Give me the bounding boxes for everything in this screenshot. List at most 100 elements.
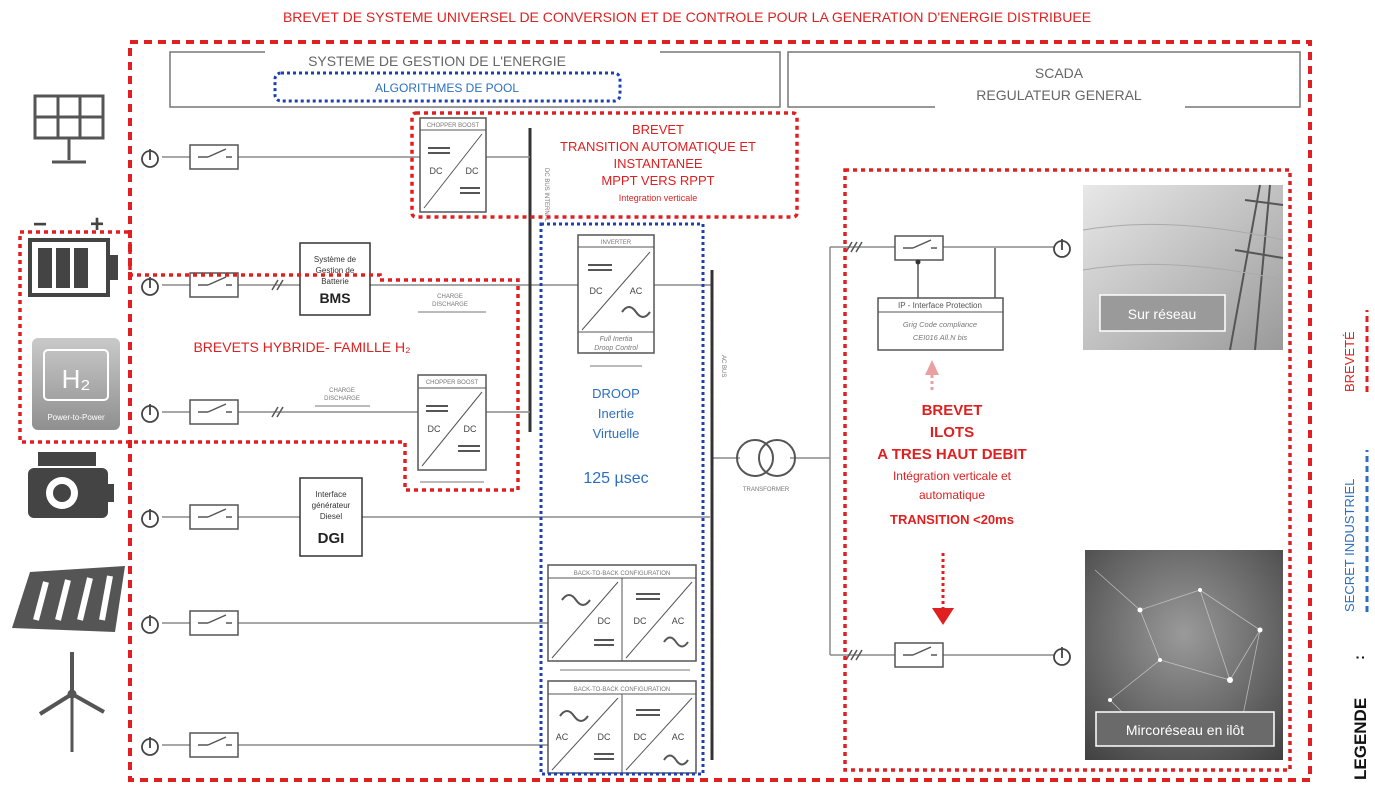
legend-breveted-label: BREVETÉ bbox=[1342, 331, 1357, 392]
legend-colon: : bbox=[1351, 655, 1368, 660]
legend-title: LEGENDE bbox=[1351, 698, 1370, 780]
dgi-line2: générateur bbox=[312, 501, 351, 510]
discharge-label: DISCHARGE bbox=[432, 302, 468, 308]
svg-text:AC: AC bbox=[630, 286, 643, 296]
dgi-line3: Diesel bbox=[320, 512, 342, 521]
regulator-label: REGULATEUR GENERAL bbox=[976, 87, 1142, 103]
algo-pool-label: ALGORITHMES DE POOL bbox=[375, 81, 519, 95]
droop-text: DROOP Inertie Virtuelle 125 µsec bbox=[583, 386, 648, 487]
svg-text:TRANSITION <20ms: TRANSITION <20ms bbox=[890, 512, 1014, 527]
breaker-switch bbox=[190, 400, 238, 424]
brevet-hybrid-label: BREVETS HYBRIDE- FAMILLE H₂ bbox=[193, 339, 410, 355]
diesel-generator-icon bbox=[28, 452, 114, 518]
svg-text:INSTANTANEE: INSTANTANEE bbox=[613, 156, 702, 171]
svg-text:+: + bbox=[90, 211, 104, 238]
brevet-mppt-text: BREVET TRANSITION AUTOMATIQUE ET INSTANT… bbox=[560, 122, 756, 203]
inverter-converter: INVERTER DC AC Full Inertia Droop Contro… bbox=[578, 235, 654, 353]
dgi-box: Interface générateur Diesel DGI bbox=[300, 478, 362, 556]
svg-text:IP - Interface Protection: IP - Interface Protection bbox=[898, 301, 982, 310]
back-to-back-converter-2: BACK-TO-BACK CONFIGURATION AC DC DC AC bbox=[548, 681, 696, 773]
h2-power-to-power-icon: H₂ Power-to-Power bbox=[32, 338, 120, 430]
svg-text:Intégration verticale et: Intégration verticale et bbox=[893, 469, 1012, 483]
microgrid-photo: Mircoréseau en ilôt bbox=[1085, 550, 1283, 760]
breaker-switch bbox=[190, 611, 238, 635]
hydro-dam-icon bbox=[12, 566, 125, 632]
svg-text:BACK-TO-BACK CONFIGURATION: BACK-TO-BACK CONFIGURATION bbox=[574, 571, 670, 577]
svg-text:DC: DC bbox=[598, 616, 611, 626]
breaker-switch bbox=[190, 145, 238, 169]
svg-text:DC: DC bbox=[634, 732, 647, 742]
breaker-switch bbox=[895, 643, 943, 667]
svg-text:CEI016 All.N bis: CEI016 All.N bis bbox=[913, 333, 968, 342]
svg-text:BACK-TO-BACK CONFIGURATION: BACK-TO-BACK CONFIGURATION bbox=[574, 687, 670, 693]
ac-bus-label: AC BUS bbox=[720, 355, 726, 377]
svg-text:DC: DC bbox=[464, 424, 477, 434]
dgi-title: DGI bbox=[318, 530, 345, 547]
grid-photo-caption: Sur réseau bbox=[1128, 306, 1196, 322]
wind-turbine-icon bbox=[40, 652, 104, 752]
svg-text:automatique: automatique bbox=[919, 488, 985, 502]
chopper-boost-converter-1: CHOPPER BOOST DC DC bbox=[420, 118, 486, 212]
ems-header: SYSTEME DE GESTION DE L'ENERGIE ALGORITH… bbox=[170, 46, 780, 107]
interface-protection-box: IP - Interface Protection Grig Code comp… bbox=[878, 248, 1003, 350]
breaker-switch bbox=[190, 273, 238, 297]
h2-symbol: H₂ bbox=[62, 364, 91, 394]
legend: LEGENDE : SECRET INDUSTRIEL BREVETÉ bbox=[1342, 310, 1370, 780]
brevet-ilots-text: BREVET ILOTS A TRES HAUT DEBIT Intégrati… bbox=[877, 402, 1026, 527]
chopper-boost-converter-2: CHOPPER BOOST DC DC bbox=[418, 375, 486, 470]
svg-text:CHOPPER BOOST: CHOPPER BOOST bbox=[427, 123, 480, 129]
solar-panel-icon bbox=[35, 96, 103, 162]
svg-text:Full Inertia: Full Inertia bbox=[600, 336, 633, 343]
svg-text:DC: DC bbox=[428, 424, 441, 434]
back-to-back-converter-1: BACK-TO-BACK CONFIGURATION DC DC AC bbox=[548, 565, 696, 661]
svg-text:CHOPPER BOOST: CHOPPER BOOST bbox=[426, 380, 479, 386]
ems-label: SYSTEME DE GESTION DE L'ENERGIE bbox=[308, 53, 566, 69]
svg-text:AC: AC bbox=[672, 616, 685, 626]
svg-text:−: − bbox=[33, 211, 47, 238]
breaker-switch bbox=[190, 505, 238, 529]
svg-text:DC: DC bbox=[430, 166, 443, 176]
transformer-label: TRANSFORMER bbox=[743, 487, 790, 493]
svg-text:BREVET: BREVET bbox=[922, 402, 983, 419]
grid-photo: Sur réseau bbox=[1083, 185, 1283, 350]
dgi-line1: Interface bbox=[315, 490, 347, 499]
svg-text:Integration verticale: Integration verticale bbox=[619, 193, 698, 203]
battery-icon: − + bbox=[30, 211, 118, 295]
svg-text:DC: DC bbox=[598, 732, 611, 742]
svg-text:125 µsec: 125 µsec bbox=[583, 470, 648, 487]
svg-text:Grig Code compliance: Grig Code compliance bbox=[903, 320, 977, 329]
svg-text:TRANSITION AUTOMATIQUE ET: TRANSITION AUTOMATIQUE ET bbox=[560, 139, 756, 154]
svg-text:DC: DC bbox=[634, 616, 647, 626]
svg-text:DC: DC bbox=[590, 286, 603, 296]
h2-caption: Power-to-Power bbox=[47, 413, 105, 422]
bms-title: BMS bbox=[319, 290, 350, 306]
breaker-switch bbox=[190, 733, 238, 757]
transformer-icon bbox=[737, 440, 795, 476]
svg-text:AC: AC bbox=[672, 732, 685, 742]
bms-line1: Système de bbox=[314, 255, 357, 264]
svg-text:DC: DC bbox=[466, 166, 479, 176]
scada-header: SCADA REGULATEUR GENERAL bbox=[788, 52, 1300, 108]
svg-text:DROOP: DROOP bbox=[592, 386, 640, 401]
svg-text:BREVET: BREVET bbox=[632, 122, 684, 137]
charge-label-2: CHARGE bbox=[329, 388, 355, 394]
svg-text:Virtuelle: Virtuelle bbox=[593, 426, 640, 441]
svg-text:AC: AC bbox=[556, 732, 569, 742]
bms-line3: Batterie bbox=[321, 277, 349, 286]
svg-text:INVERTER: INVERTER bbox=[601, 240, 632, 246]
scada-label: SCADA bbox=[1035, 65, 1084, 81]
svg-text:Inertie: Inertie bbox=[598, 406, 634, 421]
svg-text:Droop Control: Droop Control bbox=[594, 345, 638, 352]
discharge-label-2: DISCHARGE bbox=[324, 396, 360, 402]
legend-secret-label: SECRET INDUSTRIEL bbox=[1342, 479, 1357, 612]
svg-text:MPPT VERS RPPT: MPPT VERS RPPT bbox=[601, 173, 714, 188]
svg-text:A TRES HAUT DEBIT: A TRES HAUT DEBIT bbox=[877, 446, 1026, 463]
breaker-switch bbox=[895, 236, 943, 260]
page-title: BREVET DE SYSTEME UNIVERSEL DE CONVERSIO… bbox=[283, 9, 1091, 25]
bms-box: Système de Gestion de Batterie BMS bbox=[300, 243, 370, 315]
charge-label: CHARGE bbox=[437, 294, 463, 300]
dc-bus-label: DC BUS INTERNAL bbox=[543, 168, 549, 223]
microgrid-photo-caption: Mircoréseau en ilôt bbox=[1126, 722, 1244, 738]
svg-text:ILOTS: ILOTS bbox=[930, 424, 974, 441]
